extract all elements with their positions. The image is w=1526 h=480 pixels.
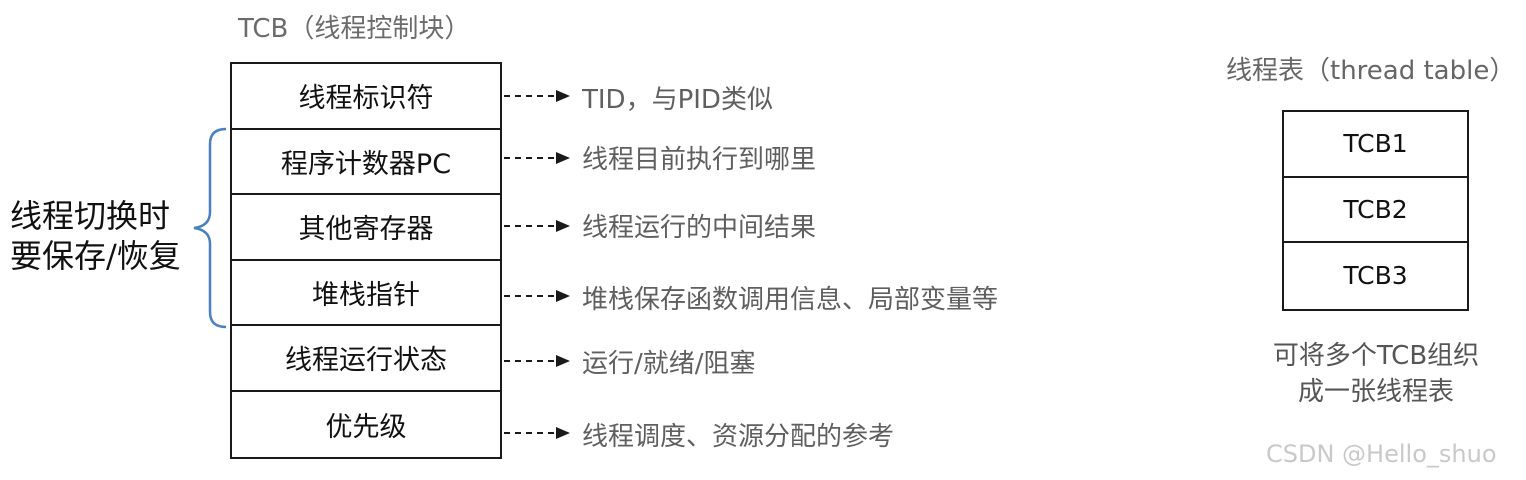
tcb-row-thread-id: 线程标识符 [232,64,500,130]
context-switch-label: 线程切换时 要保存/恢复 [10,196,181,276]
dashed-arrow-icon [504,290,570,302]
thread-table-row-tcb2: TCB2 [1284,178,1467,243]
dashed-arrow-icon [504,220,570,232]
watermark: CSDN @Hello_shuo [1266,440,1497,468]
desc-other-registers: 线程运行的中间结果 [582,213,817,243]
tcb-row-priority: 优先级 [325,411,407,443]
thread-table-title: 线程表（thread table） [1226,56,1516,86]
thread-table-caption-line2: 成一张线程表 [1297,377,1454,407]
dashed-arrow-icon [504,90,570,102]
thread-table-caption: 可将多个TCB组织 成一张线程表 [1226,338,1526,410]
desc-stack-pointer: 堆栈保存函数调用信息、局部变量等 [582,285,999,315]
thread-table-caption-line1: 可将多个TCB组织 [1272,341,1480,371]
thread-table-row-tcb3: TCB3 [1343,261,1408,291]
context-switch-line1: 线程切换时 [10,197,171,235]
tcb-row-program-counter: 程序计数器PC [232,130,500,195]
desc-thread-state: 运行/就绪/阻塞 [582,349,756,379]
dashed-arrow-icon [504,427,570,439]
desc-program-counter: 线程目前执行到哪里 [582,145,817,175]
thread-table-row-tcb1: TCB1 [1284,112,1467,178]
curly-brace-icon [193,127,227,329]
tcb-row-other-registers: 其他寄存器 [232,195,500,261]
tcb-row-thread-state: 线程运行状态 [232,326,500,392]
tcb-table: 线程标识符 程序计数器PC 其他寄存器 堆栈指针 线程运行状态 优先级 [230,62,502,459]
tcb-title: TCB（线程控制块） [238,14,471,44]
tcb-row-stack-pointer: 堆栈指针 [232,261,500,326]
dashed-arrow-icon [504,152,570,164]
thread-table: TCB1 TCB2 TCB3 [1282,110,1469,311]
desc-priority: 线程调度、资源分配的参考 [582,422,895,452]
context-switch-line2: 要保存/恢复 [10,237,181,275]
dashed-arrow-icon [504,355,570,367]
desc-thread-id: TID，与PID类似 [582,85,773,115]
